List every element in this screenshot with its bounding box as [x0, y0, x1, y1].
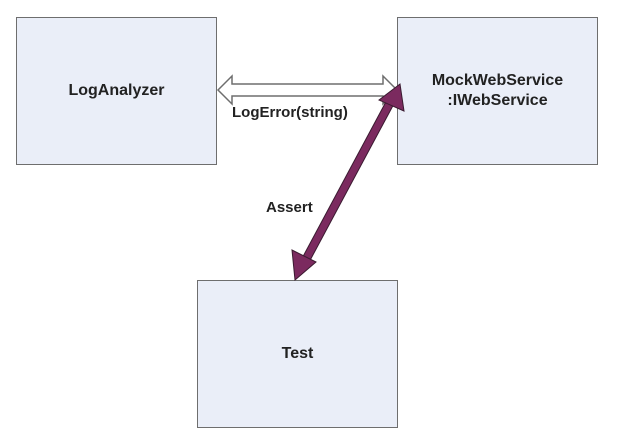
assert-label: Assert	[266, 199, 313, 216]
log-analyzer-box: LogAnalyzer	[16, 17, 217, 165]
test-box: Test	[197, 280, 398, 428]
log-error-label: LogError(string)	[232, 104, 348, 121]
assert-arrow-head-bottom	[291, 249, 317, 282]
iwebservice-label: :IWebService	[447, 92, 548, 109]
log-error-arrow	[216, 74, 399, 106]
mock-web-service-label: MockWebService	[431, 72, 564, 89]
assert-arrow	[291, 83, 405, 282]
mock-web-service-box: MockWebService :IWebService	[397, 17, 598, 165]
test-label: Test	[281, 345, 314, 362]
log-analyzer-label: LogAnalyzer	[68, 82, 165, 99]
assert-arrow-head-top	[378, 83, 405, 112]
